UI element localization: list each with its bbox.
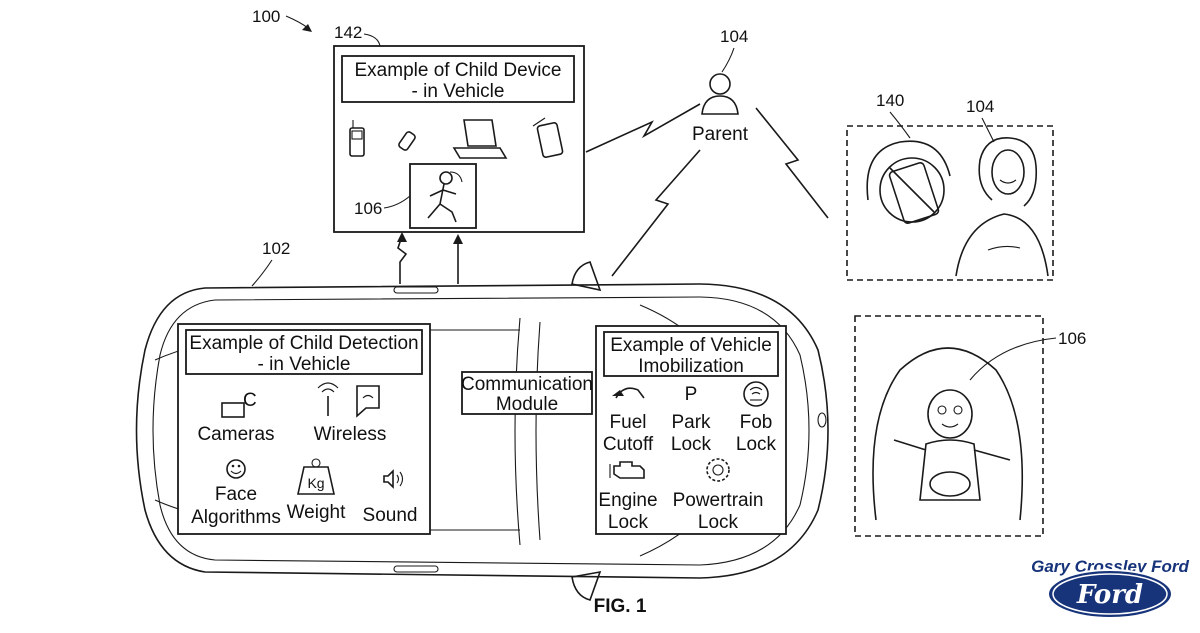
child-device-title-line2: - in Vehicle xyxy=(412,81,505,102)
fuel-nozzle-icon xyxy=(612,387,645,399)
ref-106-device-leader xyxy=(383,195,411,209)
fuel-label-line2: Cutoff xyxy=(603,434,654,455)
parent-photo-panel: 140 104 xyxy=(846,91,1054,281)
child-detection-box: Example of Child Detection - in Vehicle … xyxy=(177,323,431,535)
ref-142: 142 xyxy=(334,23,362,42)
speaker-icon xyxy=(383,469,404,489)
key-fob-icon xyxy=(743,381,769,407)
ref-104-parent-leader xyxy=(721,47,735,73)
child-device-box: Example of Child Device - in Vehicle xyxy=(333,45,585,233)
immobilization-title-line2: Imobilization xyxy=(638,356,744,377)
park-glyph: P xyxy=(685,384,698,405)
comm-module-line2: Module xyxy=(496,394,558,415)
ref-142-leader xyxy=(363,33,381,47)
tablet-icon xyxy=(532,117,564,158)
face-label-line1: Face xyxy=(215,484,257,505)
child-picture-frame xyxy=(409,163,477,229)
parent-icon xyxy=(701,73,739,115)
ref-102: 102 xyxy=(262,239,290,258)
vehicle-immobilization-box: Example of Vehicle Imobilization Fuel Cu… xyxy=(595,325,787,535)
ref-104-photo: 104 xyxy=(966,97,994,116)
ref-100-arrowhead xyxy=(302,24,312,32)
detection-title-frame xyxy=(185,329,423,375)
weight-icon: Kg xyxy=(297,458,335,495)
device-vehicle-links xyxy=(397,232,463,284)
cameras-label: Cameras xyxy=(197,424,274,445)
communication-module: Communication Module xyxy=(461,371,593,415)
weight-label: Weight xyxy=(287,502,347,523)
ref-106-seat: 106 xyxy=(1058,329,1086,348)
camera-icon: C xyxy=(221,390,257,418)
device-signal-zigzag xyxy=(397,235,408,284)
child-device-title-line1: Example of Child Device xyxy=(355,60,562,81)
powertrain-label-line2: Lock xyxy=(698,512,739,533)
steering-wheel-icon xyxy=(866,140,951,201)
park-label-line1: Park xyxy=(671,412,711,433)
cell-phone-icon xyxy=(349,120,365,157)
running-child-icon xyxy=(427,171,463,223)
parent-group: 104 Parent xyxy=(692,27,749,145)
immobilization-title-line1: Example of Vehicle xyxy=(610,335,772,356)
ref-100: 100 xyxy=(252,7,280,26)
park-label-line2: Lock xyxy=(671,434,712,455)
wireless-label: Wireless xyxy=(314,424,387,445)
ref-102-group: 102 xyxy=(251,239,290,287)
signal-device-parent xyxy=(585,103,701,153)
laptop-icon xyxy=(452,119,508,159)
wireless-icon xyxy=(317,382,380,418)
parent-photo-frame xyxy=(846,125,1054,281)
parent-label: Parent xyxy=(692,124,749,145)
woman-figure xyxy=(955,137,1049,277)
baby-figure xyxy=(893,389,1011,501)
vehicle-outline xyxy=(135,261,829,601)
engine-label-line1: Engine xyxy=(598,490,657,511)
car-seat-shell xyxy=(872,347,1024,521)
ref-106-seat-leader xyxy=(969,337,1057,381)
detection-title-line1: Example of Child Detection xyxy=(189,333,418,354)
comm-module-line1: Communication xyxy=(461,374,593,395)
fob-label-line2: Lock xyxy=(736,434,777,455)
ref-140-leader xyxy=(889,111,911,139)
fob-label-line1: Fob xyxy=(740,412,773,433)
engine-icon xyxy=(609,461,645,479)
gear-icon xyxy=(706,458,730,482)
dealer-branding: Gary Crossley Ford Ford xyxy=(1031,557,1190,619)
ref-142-group: 142 xyxy=(334,23,381,47)
ref-104-parent: 104 xyxy=(720,27,748,46)
comm-module-frame xyxy=(461,371,593,415)
face-label-line2: Algorithms xyxy=(191,507,281,528)
detection-title-line2: - in Vehicle xyxy=(258,354,351,375)
sound-label: Sound xyxy=(363,505,418,526)
wireless-signals xyxy=(585,103,829,277)
powertrain-label-line1: Powertrain xyxy=(673,490,764,511)
ref-106-device: 106 xyxy=(354,199,382,218)
flip-phone-icon xyxy=(398,131,416,151)
ford-logo-text: Ford xyxy=(1076,580,1143,610)
blocked-phone-icon xyxy=(879,157,945,225)
engine-label-line2: Lock xyxy=(608,512,649,533)
weight-glyph: Kg xyxy=(307,475,324,491)
child-seat-panel: 106 xyxy=(854,315,1086,537)
ford-oval-logo xyxy=(1047,569,1173,619)
signal-parent-photo xyxy=(755,107,829,219)
signal-parent-vehicle xyxy=(611,149,701,277)
smiley-face-icon xyxy=(226,459,246,479)
dealer-name: Gary Crossley Ford xyxy=(1031,557,1189,576)
child-seat-frame xyxy=(854,315,1044,537)
child-device-title-frame xyxy=(341,55,575,103)
ref-100-leader xyxy=(285,15,309,29)
figure-label: FIG. 1 xyxy=(594,596,647,617)
system-reference: 100 xyxy=(252,7,312,32)
ref-140: 140 xyxy=(876,91,904,110)
immobilization-title-frame xyxy=(603,331,779,377)
fuel-label-line1: Fuel xyxy=(610,412,647,433)
ref-102-leader xyxy=(251,259,273,287)
camera-glyph: C xyxy=(243,390,257,411)
